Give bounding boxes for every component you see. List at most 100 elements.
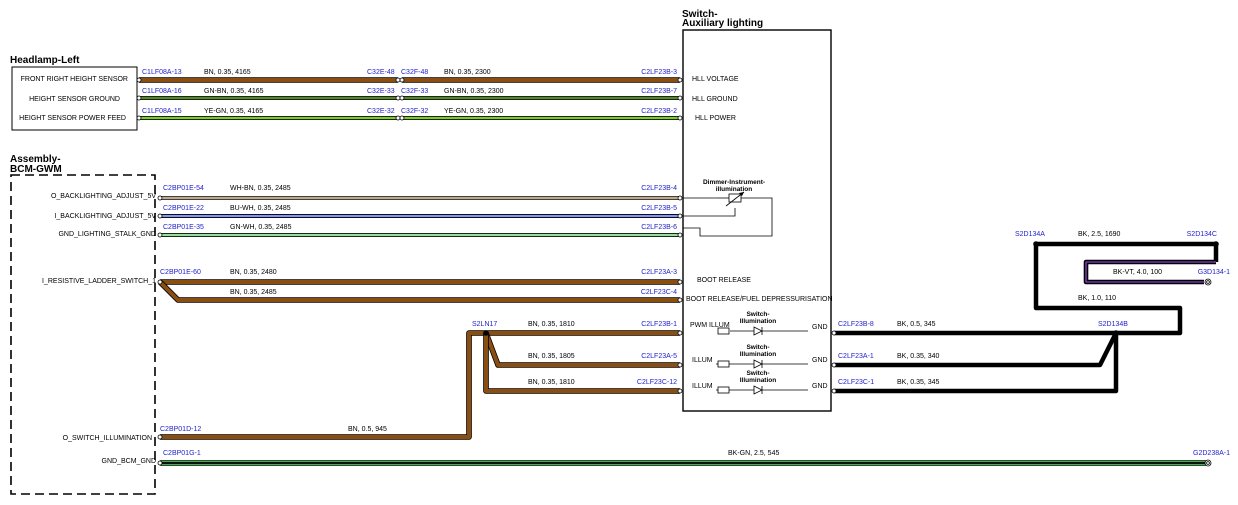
wire-11-spec: BN, 0.35, 1810 (528, 379, 575, 386)
bcm-pin-resistive-ladder: I_RESISTIVE_LADDER_SWITCH_1 (42, 278, 156, 285)
ground-g3d134-inner (1206, 280, 1210, 284)
wire-5-spec: BU-WH, 0.35, 2485 (230, 205, 291, 212)
wire-3-spec1: YE-GN, 0.35, 4165 (204, 108, 263, 115)
splice-s2d134a: S2D134A (1015, 231, 1045, 238)
illum-branch-2-wire (484, 332, 680, 367)
headlamp-wire-1-end-pin (677, 77, 683, 83)
illum-start-pin (157, 434, 163, 440)
headlamp-wire-2-inline-pin-a (395, 95, 401, 101)
headlamp-wire-3-inline-pin-a (395, 115, 401, 121)
wire-12-spec: BN, 0.5, 945 (348, 426, 387, 433)
dimmer-label-line1: Dimmer-Instrument- (703, 179, 765, 186)
wire-8-spec: BN, 0.35, 2485 (230, 289, 277, 296)
gnd-wire-1-spec: BK, 0.5, 345 (897, 321, 936, 328)
wire-2-spec1: GN-BN, 0.35, 4165 (204, 88, 264, 95)
bcm-title-line2: BCM-GWM (10, 164, 62, 175)
headlamp-wire-3-end-pin (677, 115, 683, 121)
switch-illum-3-label2: Illumination (740, 377, 777, 384)
wire-4-from: C2BP01E-54 (163, 185, 204, 192)
wire-12-from: C2BP01D-12 (160, 426, 201, 433)
splice-s2ln17: S2LN17 (472, 321, 497, 328)
illum-end-pin-2 (677, 362, 683, 368)
wire-4-to: C2LF23B-4 (641, 185, 677, 192)
wire-9-to: C2LF23B-1 (641, 321, 677, 328)
splice-s2ln17-dot (483, 330, 489, 336)
wire-6-spec: GN-WH, 0.35, 2485 (230, 224, 292, 231)
headlamp-wire-3-inline-pin-b (399, 115, 405, 121)
switch-pin-hll-power: HLL POWER (695, 115, 736, 122)
bcm-pin-o-backlighting: O_BACKLIGHTING_ADJUST_5V (51, 193, 156, 200)
wire-13-from: C2BP01G-1 (163, 450, 201, 457)
switch-illumination-2: Switch- Illumination (716, 344, 808, 369)
wire-8-to: C2LF23C-4 (641, 289, 677, 296)
wire-2-inline2: C32F-33 (401, 88, 428, 95)
headlamp-wire-2-inline-pin-b (399, 95, 405, 101)
switch-pin-illum-1: ILLUM (692, 357, 713, 364)
wire-2-spec2: GN-BN, 0.35, 2300 (444, 88, 504, 95)
boot-release-fuel-wire (158, 280, 680, 302)
gnd-wire-2 (834, 331, 1119, 368)
boot-fuel-end-pin (677, 297, 683, 303)
ground-spec-mid: BK, 1.0, 110 (1078, 295, 1116, 302)
bcm-pin-gnd-lighting-stalk: GND_LIGHTING_STALK_GND (58, 231, 156, 238)
switch-box (682, 29, 832, 412)
illum-end-pin-1 (677, 330, 683, 336)
ground-spec-vt: BK-VT, 4.0, 100 (1113, 269, 1162, 276)
gnd-pin-1 (831, 330, 837, 336)
led-icon (753, 326, 763, 336)
bcm-box (10, 174, 156, 495)
wire-4-spec: WH-BN, 0.35, 2485 (230, 185, 291, 192)
bcm-pin-o-switch-illumination: O_SWITCH_ILLUMINATION (63, 435, 152, 442)
ground-g2d238-inner (1206, 461, 1210, 465)
illum-end-pin-3 (677, 388, 683, 394)
gnd-wire-3-from: C2LF23C-1 (838, 379, 874, 386)
gnd-wire-2-from: C2LF23A-1 (838, 353, 874, 360)
switch-pin-hll-ground: HLL GROUND (692, 96, 738, 103)
wire-1-from: C1LF08A-13 (142, 69, 182, 76)
switch-illumination-1: Switch- Illumination (717, 311, 808, 336)
switch-pin-gnd-1: GND (812, 324, 828, 331)
wires-layer (136, 77, 1219, 467)
wire-3-to: C2LF23B-2 (641, 108, 677, 115)
wire-13-spec: BK-GN, 2.5, 545 (728, 450, 779, 457)
wire-3-inline1: C32E-32 (367, 108, 395, 115)
wire-1-inline1: C32E-48 (367, 69, 395, 76)
wire-13-to: G2D238A-1 (1193, 450, 1230, 457)
switch-illum-3-label1: Switch- (746, 370, 769, 377)
gnd-wire-3-spec: BK, 0.35, 345 (897, 379, 940, 386)
headlamp-wire-2-end-pin (677, 95, 683, 101)
switch-pin-illum-2: ILLUM (692, 383, 713, 390)
boot-end-pin (677, 279, 683, 285)
splice-s2d134b: S2D134B (1098, 321, 1128, 328)
headlamp-wire-1-inline-pin-a (395, 77, 401, 83)
bcm-ground-start-pin (157, 460, 163, 466)
switch-pin-pwm-illum: PWM ILLUM (690, 322, 730, 329)
switch-illum-2-label2: Illumination (740, 351, 777, 358)
wire-7-from: C2BP01E-60 (160, 269, 201, 276)
switch-illum-1-label2: Illumination (740, 318, 777, 325)
illum-feed-wire (160, 331, 680, 439)
wire-2-to: C2LF23B-7 (641, 88, 677, 95)
bcm-pin-gnd-bcm: GND_BCM_GND (102, 458, 156, 465)
switch-illum-1-label1: Switch- (746, 311, 769, 318)
bcm-wire-6-end-pin (677, 232, 683, 238)
wire-11-to: C2LF23C-12 (637, 379, 677, 386)
bcm-title-line1: Assembly- (10, 154, 61, 165)
splice-s2d134a-dot (1033, 241, 1039, 247)
switch-title-line2: Auxiliary lighting (682, 18, 763, 29)
splice-s2d134c-dot (1213, 241, 1219, 247)
dimmer-label-line2: illumination (716, 186, 753, 193)
headlamp-pin-height-sensor-power-feed: HEIGHT SENSOR POWER FEED (19, 115, 126, 122)
wire-1-spec2: BN, 0.35, 2300 (444, 69, 491, 76)
boot-start-pin (157, 279, 163, 285)
dimmer-potentiometer-icon (683, 191, 773, 237)
gnd-wire-1-from: C2LF23B-8 (838, 321, 874, 328)
gnd-pin-2 (831, 362, 837, 368)
switch-pin-boot-release-fuel: BOOT RELEASE/FUEL DEPRESSURISATION (686, 296, 833, 303)
bcm-wire-5-start-pin (157, 213, 163, 219)
wire-6-from: C2BP01E-35 (163, 224, 204, 231)
wire-3-inline2: C32F-32 (401, 108, 428, 115)
illum-branch-3-wire (484, 333, 680, 393)
switch-pin-gnd-3: GND (812, 383, 828, 390)
